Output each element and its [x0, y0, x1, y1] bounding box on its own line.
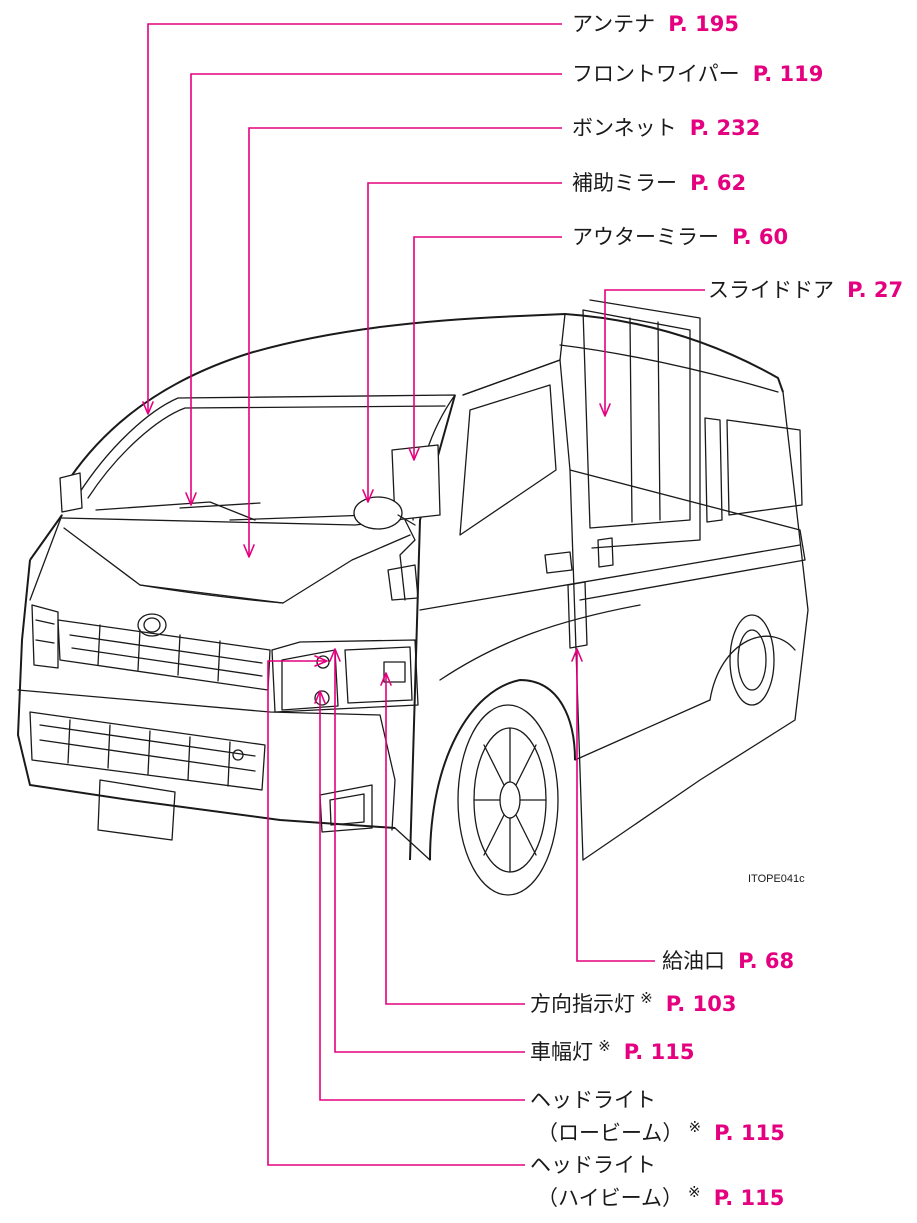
page-link[interactable]: P. 115 [624, 1040, 695, 1064]
callout-sliding-door: スライドドア P. 27 [599, 278, 903, 417]
callout-sublabel: （ハイビーム） ※ P. 115 [537, 1182, 784, 1210]
arrow-icon [243, 544, 255, 558]
callout-label: 車幅灯 ※ P. 115 [530, 1036, 694, 1064]
arrow-icon [571, 648, 583, 662]
footnote-mark: ※ [598, 1037, 611, 1055]
footnote-mark: ※ [688, 1183, 701, 1201]
callout-headlight-high-beam: ヘッドライト （ハイビーム） ※ P. 115 [267, 655, 784, 1210]
page-link[interactable]: P. 103 [666, 992, 737, 1016]
page-link[interactable]: P. 62 [690, 171, 746, 195]
page-link[interactable]: P. 68 [738, 949, 794, 973]
page-link[interactable]: P. 232 [690, 116, 761, 140]
callout-label: 給油口 P. 68 [662, 949, 794, 973]
callout-antenna: アンテナ P. 195 [142, 12, 739, 415]
arrow-icon [314, 655, 328, 667]
arrow-icon [380, 672, 392, 686]
page-link[interactable]: P. 60 [732, 225, 788, 249]
leader-line [604, 289, 705, 414]
callout-label: 方向指示灯 ※ P. 103 [530, 988, 736, 1016]
callout-label: フロントワイパー P. 119 [572, 62, 823, 86]
callout-label: ヘッドライト [530, 1153, 656, 1177]
callout-label: ヘッドライト [530, 1088, 656, 1112]
leader-line [267, 660, 525, 1166]
arrow-icon [362, 489, 374, 503]
callout-auxiliary-mirror: 補助ミラー P. 62 [362, 171, 746, 503]
page-link[interactable]: P. 195 [668, 12, 739, 36]
arrow-icon [142, 401, 154, 415]
callout-outer-mirror: アウターミラー P. 60 [408, 225, 788, 461]
page-link[interactable]: P. 115 [714, 1186, 785, 1210]
callout-headlight-low-beam: ヘッドライト （ロービーム） ※ P. 115 [314, 690, 785, 1145]
arrow-icon [185, 492, 197, 506]
callout-label: 補助ミラー P. 62 [572, 171, 746, 195]
arrow-icon [599, 403, 611, 417]
callout-label: アンテナ P. 195 [572, 12, 739, 36]
callout-turn-signal: 方向指示灯 ※ P. 103 [380, 672, 736, 1016]
leader-line [413, 236, 562, 458]
leader-line [248, 127, 562, 555]
leader-line [576, 651, 655, 962]
van-illustration [17, 299, 809, 896]
callout-bonnet: ボンネット P. 232 [243, 116, 760, 558]
callout-label: アウターミラー P. 60 [572, 225, 788, 249]
page-link[interactable]: P. 119 [753, 62, 824, 86]
leader-line [385, 675, 525, 1005]
leader-line [147, 23, 562, 412]
callout-clearance-lamp: 車幅灯 ※ P. 115 [329, 648, 694, 1064]
footnote-mark: ※ [688, 1118, 701, 1136]
arrow-icon [408, 447, 420, 461]
callout-label: スライドドア P. 27 [708, 278, 903, 302]
callout-sublabel: （ロービーム） ※ P. 115 [537, 1117, 785, 1145]
callout-front-wiper: フロントワイパー P. 119 [185, 62, 823, 506]
leader-line [367, 182, 562, 500]
callout-fuel-filler: 給油口 P. 68 [571, 648, 794, 973]
leader-line [334, 651, 525, 1053]
page-link[interactable]: P. 27 [847, 278, 903, 302]
leader-line [319, 693, 525, 1101]
figure-code: ITOPE041c [748, 873, 805, 885]
arrow-icon [314, 690, 326, 704]
arrow-icon [329, 648, 341, 662]
page-link[interactable]: P. 115 [714, 1121, 785, 1145]
footnote-mark: ※ [640, 989, 653, 1007]
callout-label: ボンネット P. 232 [572, 116, 760, 140]
leader-line [190, 73, 562, 503]
